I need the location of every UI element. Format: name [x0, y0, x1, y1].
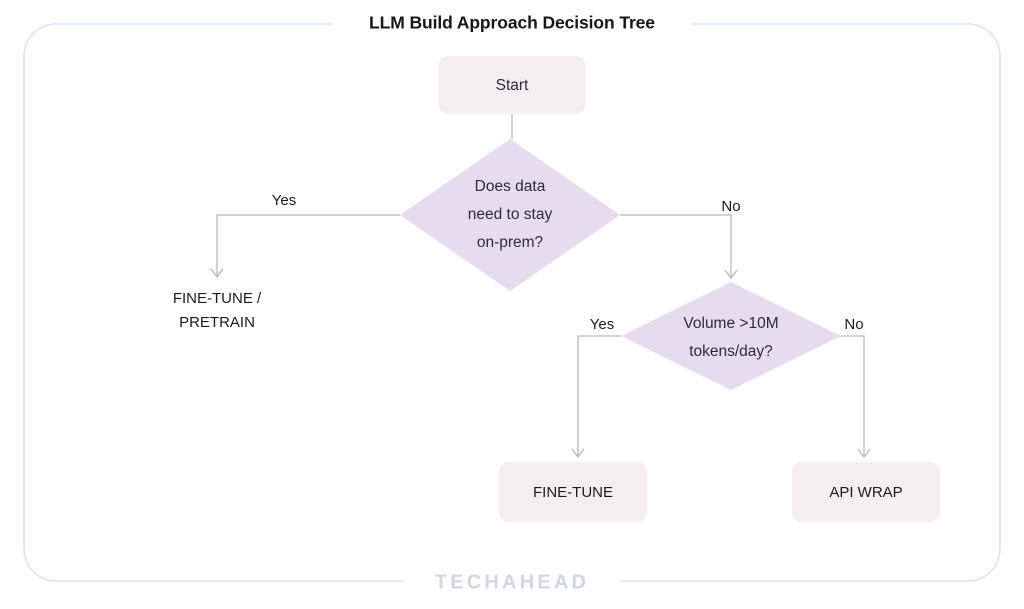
edge-label-volume-no: No [844, 316, 863, 333]
arrowhead-onprem-yes [210, 268, 224, 279]
outcome-api-wrap-label: API WRAP [829, 484, 902, 501]
outcome-finetune-label: FINE-TUNE [533, 484, 613, 501]
outcome-finetune-shape[interactable] [499, 462, 647, 522]
brand-watermark: TECHAHEAD [435, 571, 589, 593]
edge-label-volume-yes: Yes [590, 316, 614, 333]
node-question-volume-line-1: Volume >10M [683, 315, 778, 332]
page-title: LLM Build Approach Decision Tree [369, 13, 655, 33]
edge-labels: Yes No Yes No [272, 192, 864, 333]
frame-bottom-left-segment [23, 548, 404, 582]
node-start[interactable]: Start [438, 56, 586, 114]
frame-bottom-right-segment [620, 548, 1001, 582]
edge-volume-no [841, 335, 865, 456]
edge-onprem-yes [216, 214, 400, 276]
arrowhead-onprem-no [724, 269, 738, 280]
frame-border [23, 23, 1001, 582]
node-start-shape[interactable] [438, 56, 586, 114]
edge-label-onprem-no: No [721, 198, 740, 215]
node-question-onprem-shape[interactable] [400, 139, 620, 291]
edge-label-onprem-yes: Yes [272, 192, 296, 209]
arrowhead-volume-yes [571, 448, 585, 459]
frame-top-right-segment [692, 23, 1001, 57]
node-start-label: Start [496, 77, 529, 94]
outcome-finetune[interactable]: FINE-TUNE [499, 462, 647, 522]
node-question-onprem-line-3: on-prem? [477, 234, 544, 251]
node-question-volume-shape[interactable] [621, 282, 841, 390]
outcome-api-wrap[interactable]: API WRAP [792, 462, 940, 522]
node-question-onprem-line-1: Does data [475, 178, 546, 195]
outcome-finetune-pretrain-line-2: PRETRAIN [179, 314, 255, 331]
outcome-finetune-pretrain-line-1: FINE-TUNE / [173, 290, 262, 307]
outcome-finetune-pretrain: FINE-TUNE / PRETRAIN [173, 290, 262, 331]
outcome-api-wrap-shape[interactable] [792, 462, 940, 522]
edge-onprem-no [620, 214, 732, 277]
node-question-volume[interactable]: Volume >10M tokens/day? [621, 282, 841, 390]
arrowhead-volume-no [857, 448, 871, 459]
node-question-onprem-line-2: need to stay [468, 206, 553, 223]
node-question-onprem[interactable]: Does data need to stay on-prem? [400, 139, 620, 291]
edge-volume-yes [577, 335, 621, 456]
connectors [210, 114, 871, 459]
node-question-volume-line-2: tokens/day? [689, 343, 773, 360]
frame-top-left-segment [23, 23, 332, 57]
